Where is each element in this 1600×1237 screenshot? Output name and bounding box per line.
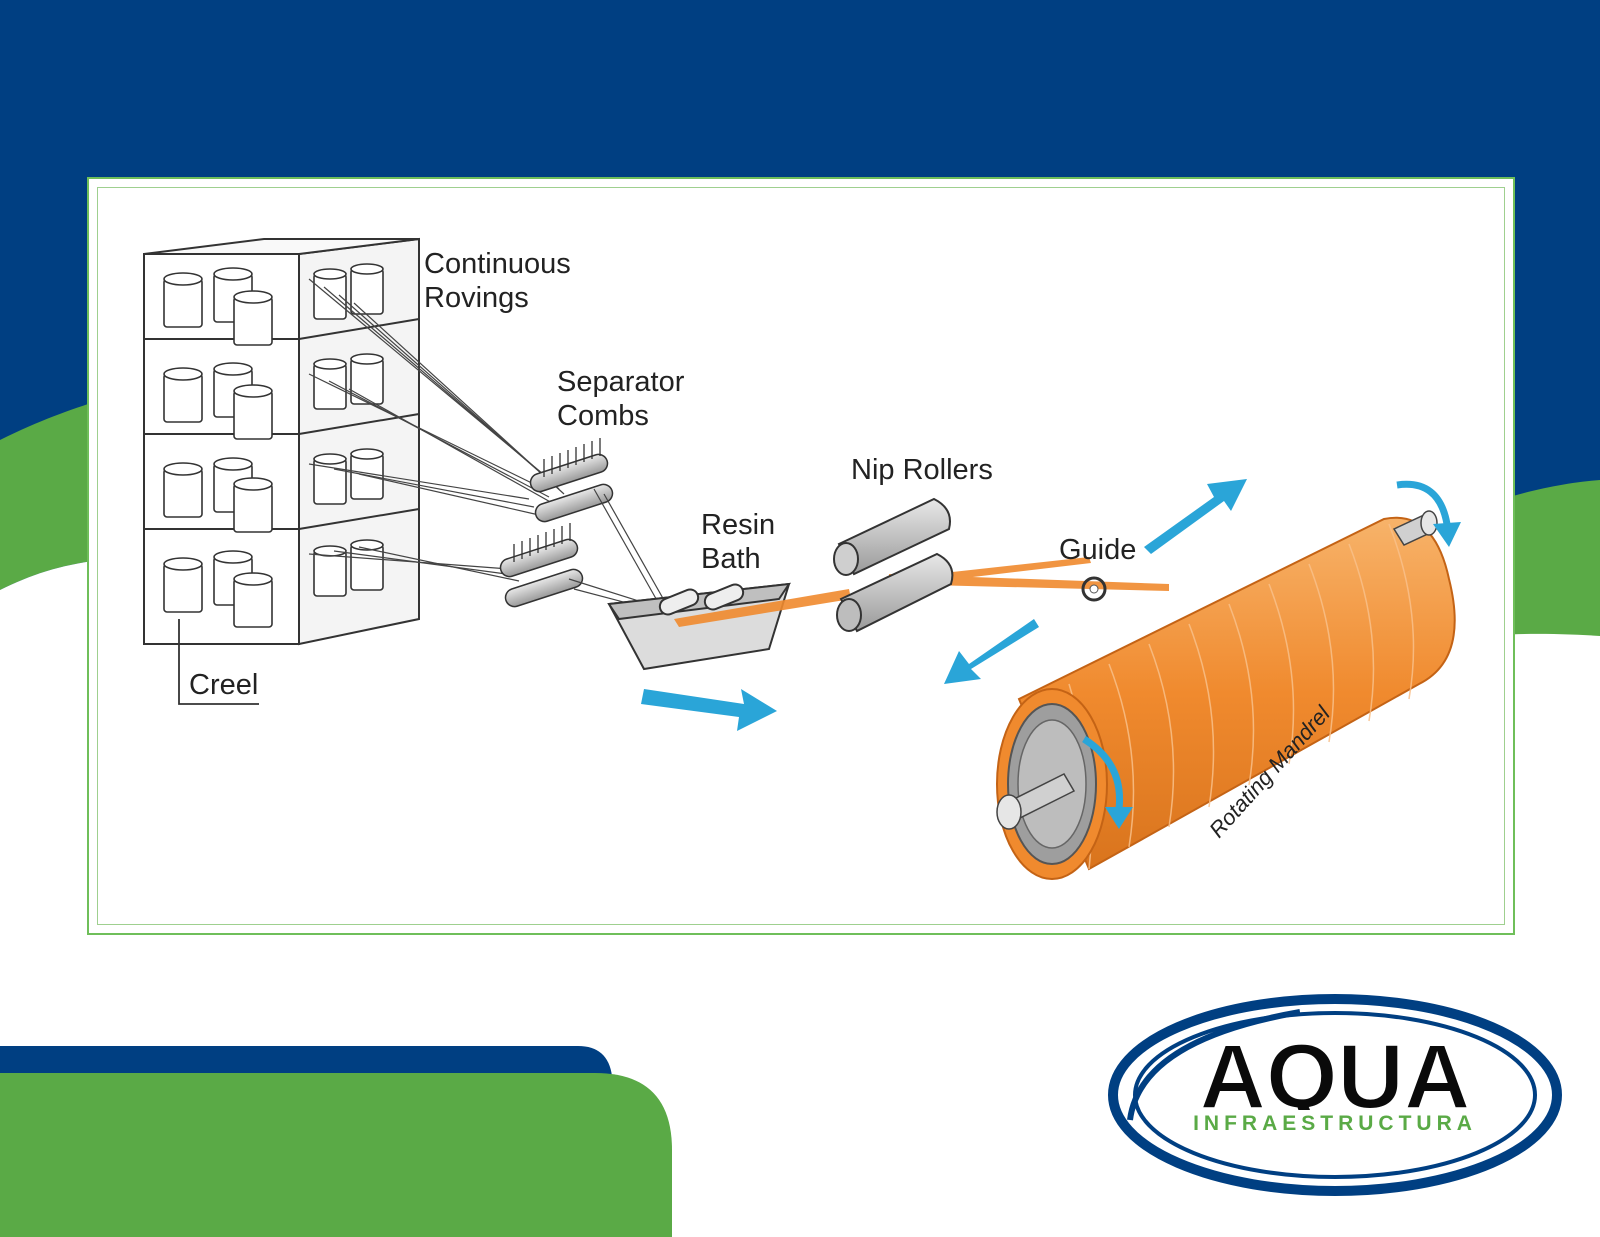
- aqua-logo: AQUA INFRAESTRUCTURA: [1108, 994, 1562, 1196]
- bottom-green-tab: [0, 1073, 672, 1237]
- label-separator-combs-1: Separator: [557, 366, 685, 398]
- arrow-bath-right: [641, 689, 777, 731]
- label-continuous-rovings-2: Rovings: [424, 282, 529, 314]
- guide-ring: [1081, 576, 1107, 602]
- arrow-mandrel-spin-front: [1082, 736, 1124, 810]
- label-resin-bath-1: Resin: [701, 509, 775, 541]
- separator-combs: [499, 438, 614, 608]
- left-top-white-cut: [0, 560, 100, 636]
- label-creel: Creel: [189, 669, 258, 701]
- logo-ring-outer: [1108, 994, 1562, 1196]
- creel-rack: [143, 237, 420, 646]
- arrow-mandrel-spin-back: [1396, 480, 1451, 525]
- logo-tagline-band: [1182, 1110, 1488, 1134]
- logo-swoosh: [1127, 1009, 1301, 1121]
- resin-bath: [607, 582, 792, 671]
- label-separator-combs-2: Combs: [557, 400, 649, 432]
- roving-spools: [163, 263, 384, 628]
- filament-winding-diagram: Continuous Rovings Separator Combs Resin…: [143, 237, 1461, 880]
- left-green-wave: [0, 400, 100, 590]
- logo-tagline: INFRAESTRUCTURA: [1193, 1112, 1477, 1135]
- direction-arrows: [641, 479, 1461, 829]
- label-resin-bath-2: Bath: [701, 543, 761, 575]
- roving-strands: [308, 278, 565, 582]
- label-continuous-rovings-1: Continuous: [424, 248, 571, 280]
- label-guide: Guide: [1059, 534, 1136, 566]
- rotating-mandrel: [996, 510, 1456, 880]
- label-leaders: [178, 619, 259, 705]
- nip-rollers: [833, 497, 954, 633]
- label-nip-rollers: Nip Rollers: [851, 454, 993, 486]
- arrow-back-left: [944, 619, 1039, 684]
- arrow-forward-right: [1144, 479, 1247, 554]
- right-green-wave: [1500, 480, 1600, 636]
- diagram-frame: Continuous Rovings Separator Combs Resin…: [87, 177, 1515, 935]
- diagram-frame-inner: [97, 187, 1505, 925]
